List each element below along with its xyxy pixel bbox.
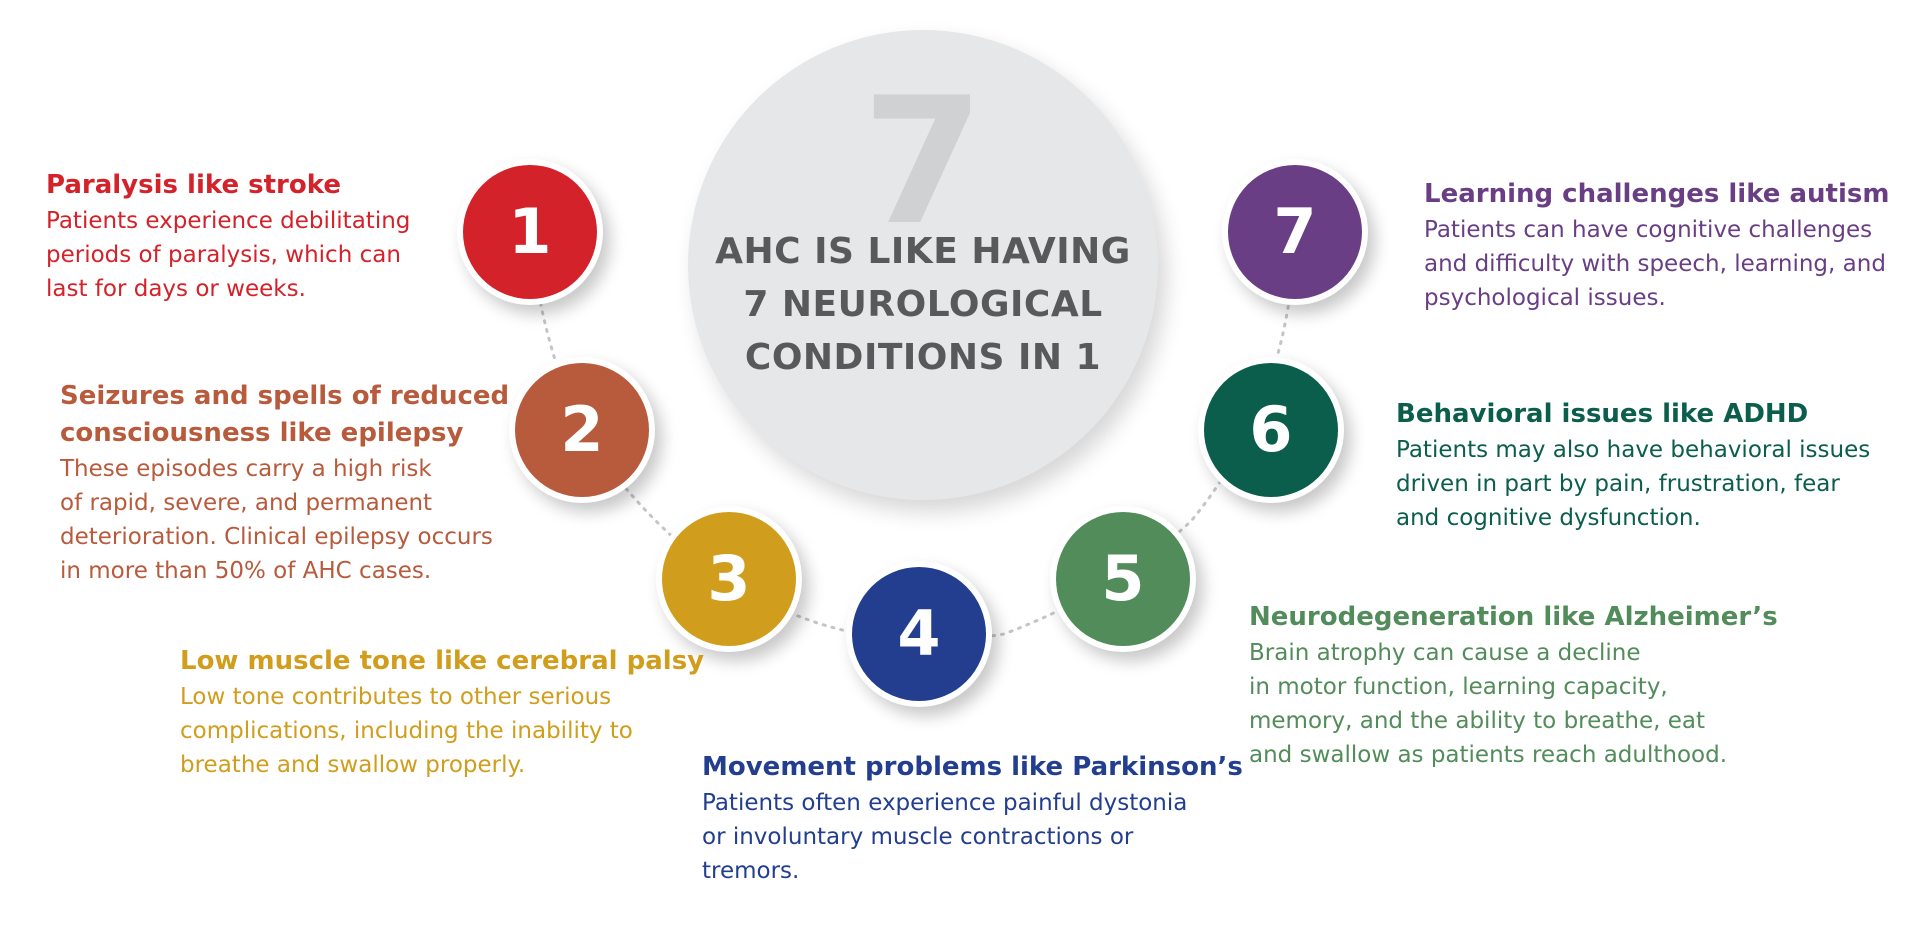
condition-desc-line: tremors. bbox=[702, 858, 800, 884]
condition-title-line: Neurodegeneration like Alzheimer’s bbox=[1249, 602, 1778, 632]
center-title-line: 7 NEUROLOGICAL bbox=[743, 284, 1103, 325]
condition-title-line: Seizures and spells of reduced bbox=[60, 381, 510, 411]
condition-description: These episodes carry a high risk of rapi… bbox=[60, 452, 509, 588]
condition-desc-line: periods of paralysis, which can bbox=[46, 242, 401, 268]
condition-desc-line: breathe and swallow properly. bbox=[180, 752, 526, 778]
number-circle-fill: 6 bbox=[1204, 363, 1338, 497]
condition-desc-line: deterioration. Clinical epilepsy occurs bbox=[60, 524, 493, 550]
condition-desc-line: and swallow as patients reach adulthood. bbox=[1249, 742, 1728, 768]
condition-title: Seizures and spells of reduced conscious… bbox=[60, 378, 509, 452]
number-circle-fill: 2 bbox=[515, 363, 649, 497]
condition-desc-line: These episodes carry a high risk bbox=[60, 456, 432, 482]
condition-description: Low tone contributes to other serious co… bbox=[180, 680, 704, 782]
condition-desc-line: Patients can have cognitive challenges bbox=[1424, 217, 1873, 243]
condition-title: Paralysis like stroke bbox=[46, 167, 410, 204]
number-circle-1: 1 bbox=[457, 159, 603, 305]
condition-title: Behavioral issues like ADHD bbox=[1396, 396, 1870, 433]
condition-description: Brain atrophy can cause a decline in mot… bbox=[1249, 636, 1778, 772]
condition-desc-line: Patients often experience painful dyston… bbox=[702, 790, 1188, 816]
number-circle-fill: 1 bbox=[463, 165, 597, 299]
number-circle-fill: 3 bbox=[662, 512, 796, 646]
condition-description: Patients often experience painful dyston… bbox=[702, 786, 1243, 888]
condition-title: Learning challenges like autism bbox=[1424, 176, 1889, 213]
condition-block-6: Behavioral issues like ADHD Patients may… bbox=[1396, 396, 1870, 535]
center-title-line: AHC IS LIKE HAVING bbox=[715, 231, 1131, 272]
number-circle-2: 2 bbox=[509, 357, 655, 503]
number-circle-fill: 5 bbox=[1056, 512, 1190, 646]
number-label: 7 bbox=[1273, 195, 1317, 268]
condition-title: Movement problems like Parkinson’s bbox=[702, 749, 1243, 786]
condition-block-2: Seizures and spells of reduced conscious… bbox=[60, 378, 509, 588]
condition-block-5: Neurodegeneration like Alzheimer’s Brain… bbox=[1249, 599, 1778, 772]
condition-description: Patients may also have behavioral issues… bbox=[1396, 433, 1870, 535]
number-circle-fill: 7 bbox=[1228, 165, 1362, 299]
condition-desc-line: in motor function, learning capacity, bbox=[1249, 674, 1668, 700]
number-circle-7: 7 bbox=[1222, 159, 1368, 305]
condition-block-1: Paralysis like stroke Patients experienc… bbox=[46, 167, 410, 306]
condition-desc-line: complications, including the inability t… bbox=[180, 718, 633, 744]
condition-block-3: Low muscle tone like cerebral palsy Low … bbox=[180, 643, 704, 782]
condition-description: Patients can have cognitive challenges a… bbox=[1424, 213, 1889, 315]
number-label: 4 bbox=[897, 597, 941, 670]
condition-desc-line: last for days or weeks. bbox=[46, 276, 306, 302]
condition-desc-line: Brain atrophy can cause a decline bbox=[1249, 640, 1641, 666]
condition-title: Neurodegeneration like Alzheimer’s bbox=[1249, 599, 1778, 636]
condition-desc-line: memory, and the ability to breathe, eat bbox=[1249, 708, 1705, 734]
number-label: 5 bbox=[1101, 542, 1145, 615]
condition-desc-line: in more than 50% of AHC cases. bbox=[60, 558, 432, 584]
condition-block-7: Learning challenges like autism Patients… bbox=[1424, 176, 1889, 315]
number-label: 2 bbox=[560, 393, 604, 466]
condition-desc-line: driven in part by pain, frustration, fea… bbox=[1396, 471, 1840, 497]
number-label: 1 bbox=[508, 195, 552, 268]
condition-description: Patients experience debilitating periods… bbox=[46, 204, 410, 306]
condition-title: Low muscle tone like cerebral palsy bbox=[180, 643, 704, 680]
condition-desc-line: psychological issues. bbox=[1424, 285, 1666, 311]
condition-title-line: Learning challenges like autism bbox=[1424, 179, 1890, 209]
condition-desc-line: Patients may also have behavioral issues bbox=[1396, 437, 1871, 463]
big-number-seven: 7 bbox=[862, 61, 984, 264]
number-circle-6: 6 bbox=[1198, 357, 1344, 503]
condition-title-line: Low muscle tone like cerebral palsy bbox=[180, 646, 705, 676]
condition-title-line: consciousness like epilepsy bbox=[60, 418, 464, 448]
number-label: 6 bbox=[1249, 393, 1293, 466]
condition-desc-line: and difficulty with speech, learning, an… bbox=[1424, 251, 1886, 277]
condition-desc-line: of rapid, severe, and permanent bbox=[60, 490, 433, 516]
number-label: 3 bbox=[707, 542, 751, 615]
condition-desc-line: Low tone contributes to other serious bbox=[180, 684, 612, 710]
condition-desc-line: Patients experience debilitating bbox=[46, 208, 411, 234]
condition-desc-line: and cognitive dysfunction. bbox=[1396, 505, 1701, 531]
condition-title-line: Behavioral issues like ADHD bbox=[1396, 399, 1809, 429]
center-title: AHC IS LIKE HAVING 7 NEUROLOGICAL CONDIT… bbox=[708, 225, 1138, 384]
condition-title-line: Paralysis like stroke bbox=[46, 170, 341, 200]
number-circle-5: 5 bbox=[1050, 506, 1196, 652]
center-circle: 7 AHC IS LIKE HAVING 7 NEUROLOGICAL COND… bbox=[688, 30, 1158, 500]
number-circle-4: 4 bbox=[846, 561, 992, 707]
condition-desc-line: or involuntary muscle contractions or bbox=[702, 824, 1134, 850]
condition-block-4: Movement problems like Parkinson’s Patie… bbox=[702, 749, 1243, 888]
number-circle-fill: 4 bbox=[852, 567, 986, 701]
number-circle-3: 3 bbox=[656, 506, 802, 652]
condition-title-line: Movement problems like Parkinson’s bbox=[702, 752, 1243, 782]
center-title-line: CONDITIONS IN 1 bbox=[744, 337, 1102, 378]
